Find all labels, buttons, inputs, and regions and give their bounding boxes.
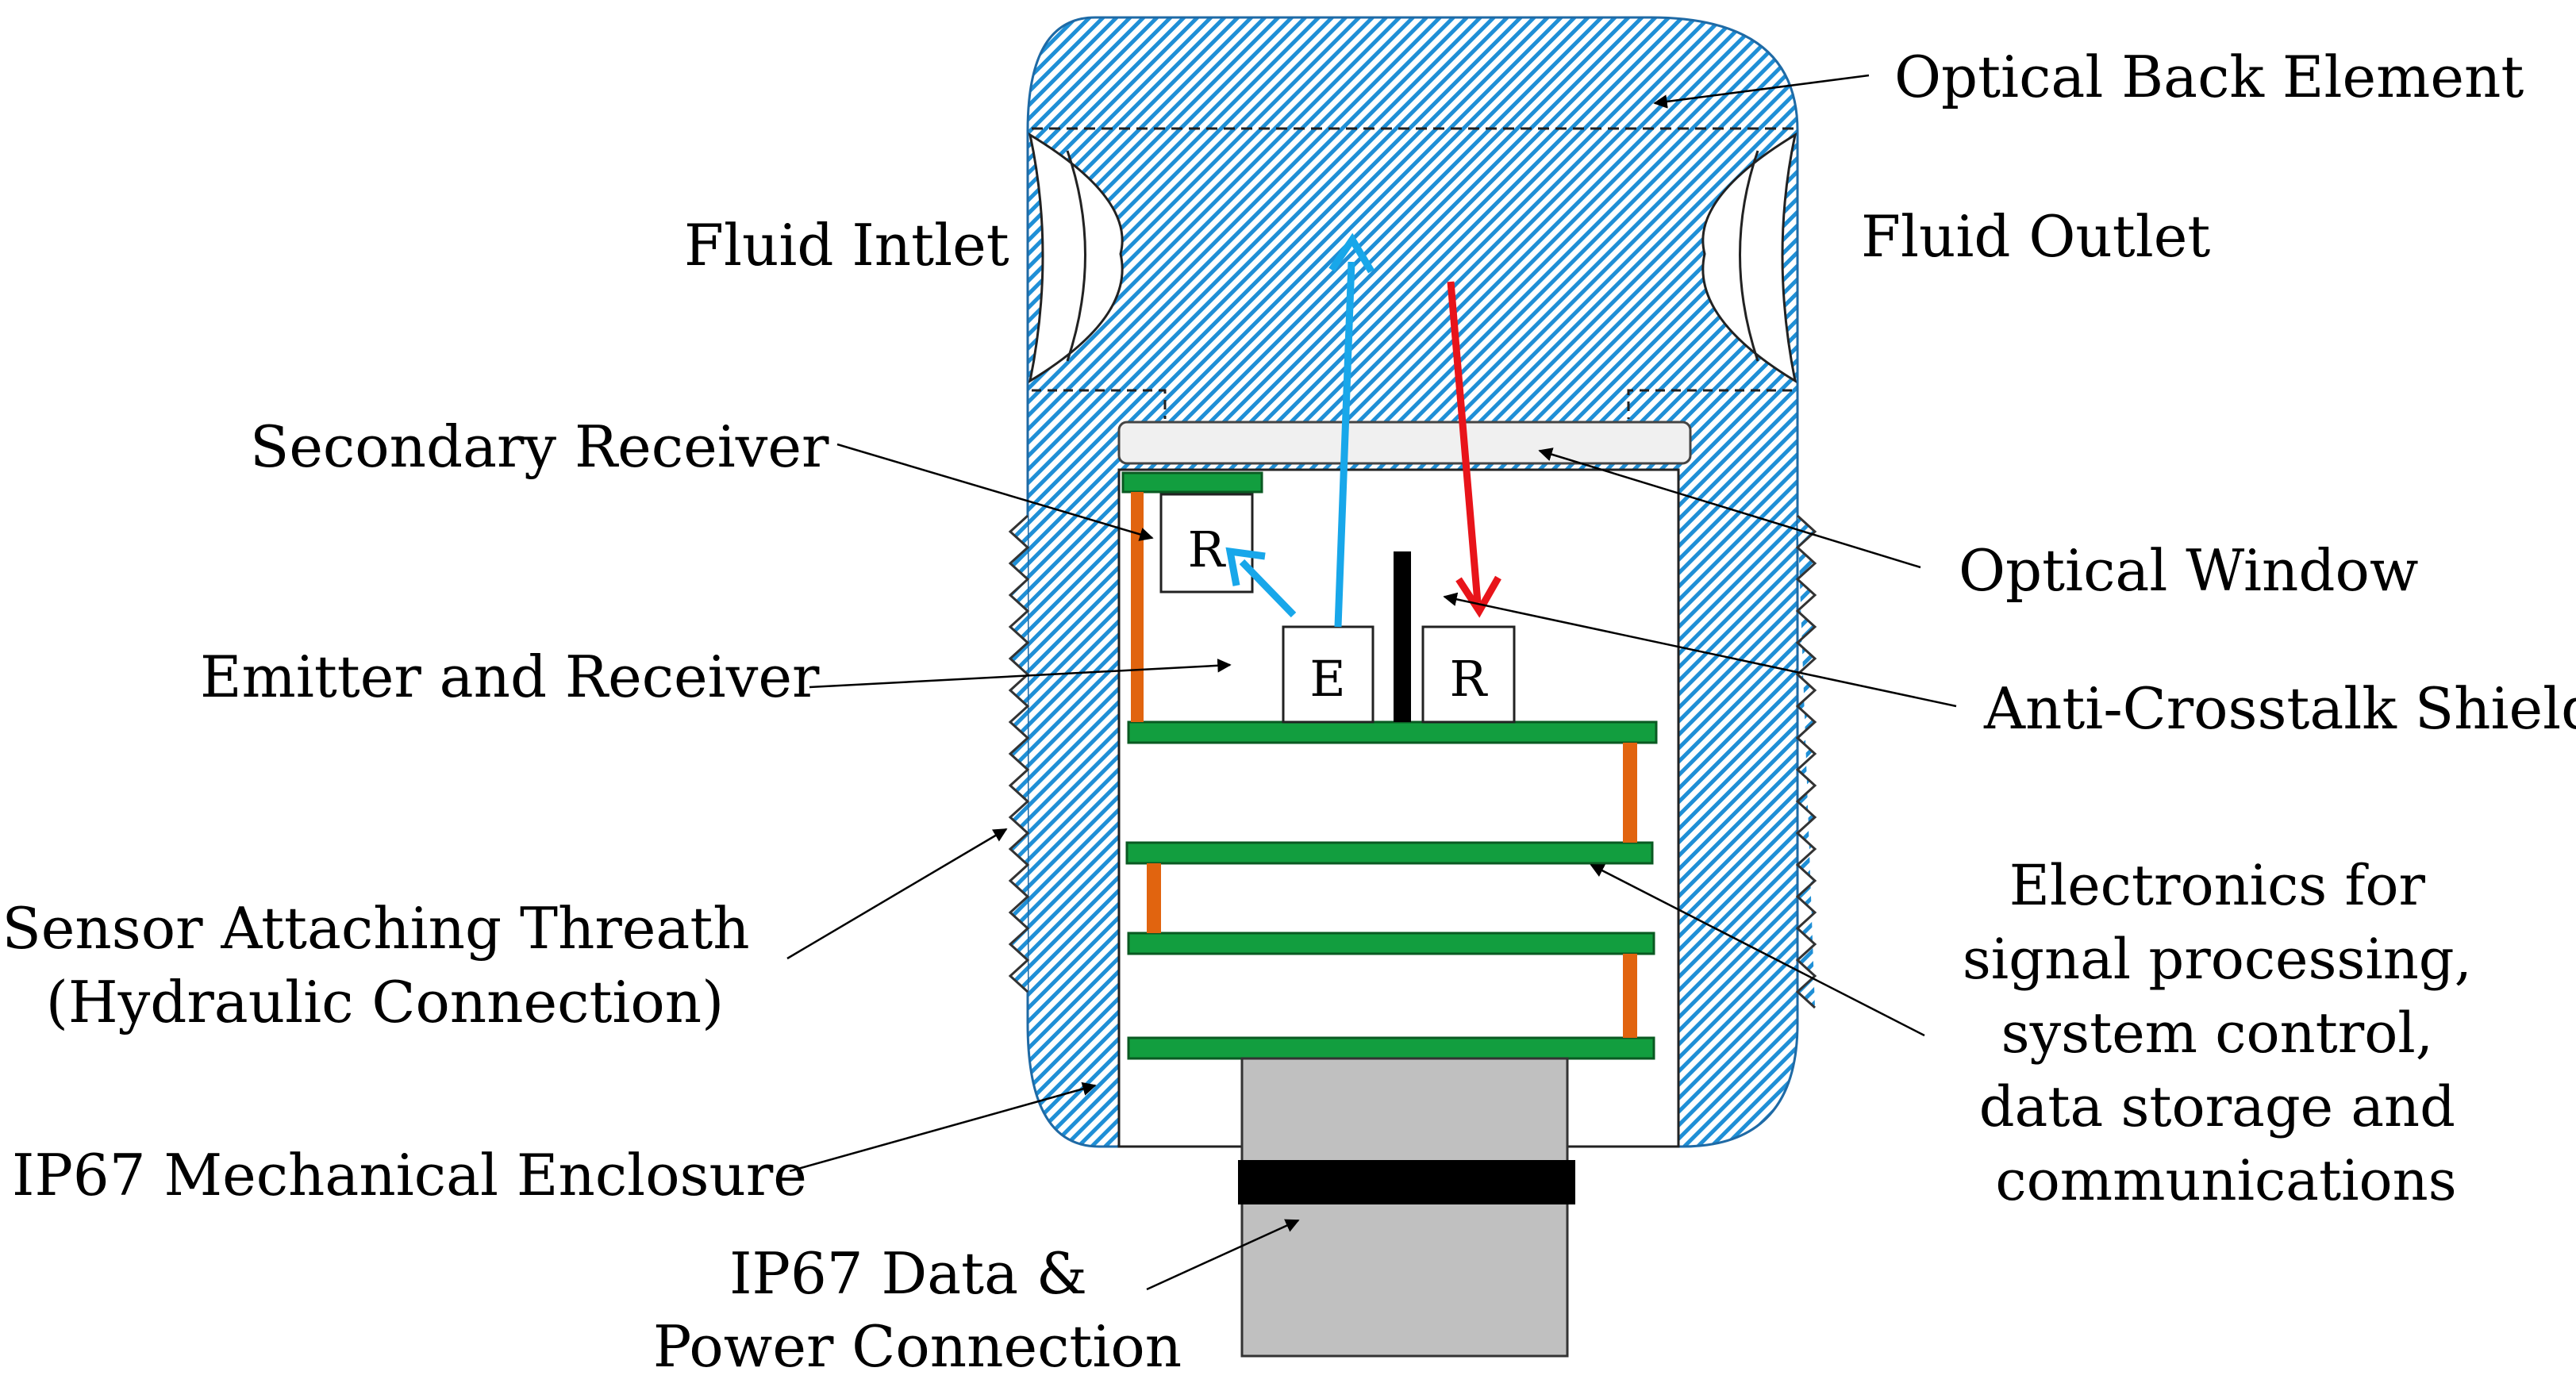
spacer-c [1147, 863, 1161, 933]
window-seat-right [1627, 389, 1792, 419]
label-electronics-line-4: data storage and [1979, 1074, 2455, 1139]
label-anti-crosstalk-shield: Anti-Crosstalk Shield [1983, 675, 2576, 742]
fluid-outlet-port [1701, 132, 1797, 384]
anti-crosstalk-shield [1394, 551, 1411, 722]
electronics-stack [1121, 471, 1658, 1060]
emitter-letter: E [1309, 650, 1345, 708]
leader-sensor-thread [786, 828, 1008, 960]
label-emitter-and-receiver: Emitter and Receiver [200, 643, 820, 710]
label-connection-line-1: IP67 Data & [729, 1240, 1087, 1307]
pcb-1 [1127, 720, 1658, 744]
window-seat-left [1032, 389, 1167, 419]
label-electronics-line-5: communications [1995, 1148, 2456, 1213]
label-electronics-line-2: signal processing, [1963, 927, 2472, 992]
label-optical-back-element: Optical Back Element [1894, 44, 2524, 110]
pcb-3 [1127, 932, 1655, 955]
label-sensor-thread: Sensor Attaching Threath (Hydraulic Conn… [2, 895, 767, 1035]
label-secondary-receiver: Secondary Receiver [250, 413, 829, 480]
fluid-outlet-port-inner [1739, 150, 1759, 362]
label-sensor-thread-line-2: (Hydraulic Connection) [46, 969, 725, 1035]
fluid-inlet-port [1028, 132, 1124, 384]
label-electronics-line-3: system control, [2001, 1001, 2433, 1066]
returned-ray [1447, 281, 1501, 618]
leader-anti-crosstalk [1443, 592, 1957, 708]
leader-optical-window [1538, 448, 1921, 569]
thread-right [1795, 514, 1817, 1009]
label-optical-window: Optical Window [1959, 537, 2418, 604]
connector-seal [1238, 1160, 1575, 1204]
label-connection: IP67 Data & Power Connection [653, 1240, 1182, 1380]
connector-body [1240, 1057, 1569, 1358]
secondary-receiver-letter: R [1188, 521, 1227, 578]
label-fluid-inlet: Fluid Intlet [684, 212, 1009, 279]
label-sensor-thread-line-1: Sensor Attaching Threath [2, 895, 749, 962]
spacer-a [1131, 492, 1144, 722]
thread-left [1008, 514, 1030, 993]
labels: Optical Back Element Fluid Intlet Fluid … [2, 44, 2576, 1380]
pcb-secondary [1121, 471, 1263, 494]
emitter: E [1282, 625, 1375, 724]
emitted-ray [1225, 232, 1375, 628]
receiver: R [1421, 625, 1516, 724]
data-power-connector [1238, 1057, 1575, 1358]
label-fluid-outlet: Fluid Outlet [1861, 203, 2210, 270]
receiver-letter: R [1450, 650, 1489, 708]
pcb-4 [1127, 1036, 1655, 1060]
label-enclosure: IP67 Mechanical Enclosure [12, 1142, 807, 1208]
label-connection-line-2: Power Connection [653, 1313, 1182, 1380]
fluid-inlet-port-inner [1066, 150, 1086, 362]
label-electronics: Electronics for signal processing, syste… [1963, 853, 2489, 1213]
secondary-receiver: R [1159, 493, 1254, 594]
leader-electronics [1590, 863, 1925, 1037]
leader-back-element [1653, 74, 1870, 109]
optical-window [1117, 421, 1692, 465]
leader-emitter-receiver [809, 659, 1232, 689]
leader-secondary-receiver [836, 443, 1154, 541]
pcb-2 [1125, 841, 1654, 865]
spacer-b [1623, 743, 1637, 843]
leader-connection [1146, 1219, 1300, 1291]
leader-enclosure [789, 1081, 1097, 1173]
leader-lines [786, 74, 1957, 1291]
spacer-d [1623, 954, 1637, 1038]
label-electronics-line-1: Electronics for [2009, 853, 2426, 918]
